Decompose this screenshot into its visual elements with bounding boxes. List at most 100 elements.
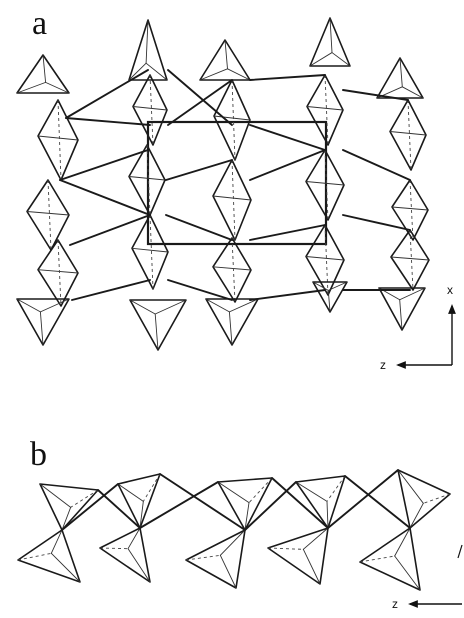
- bond-line-a: [165, 214, 233, 241]
- tetrahedron-a-c3d-outline: [212, 237, 252, 303]
- tetrahedron-a-c4d: [305, 224, 345, 296]
- partial-arrow-edge: [457, 544, 463, 559]
- tetrahedron-b-up-edge: [39, 483, 72, 508]
- tetrahedron-a-c4b-edge: [306, 106, 344, 111]
- tetrahedron-a-c5b-outline: [389, 99, 427, 171]
- tetrahedron-b-down-edge: [394, 555, 421, 591]
- tetrahedron-a-c2b-edge: [132, 106, 168, 111]
- tetrahedron-a-c3a-edge: [199, 68, 228, 81]
- tetrahedron-b-up-edge: [397, 469, 424, 504]
- tetrahedron-a-c3d-edge: [212, 266, 252, 271]
- tetrahedron-b-down: [17, 529, 81, 583]
- tetrahedron-a-c3c-hidden-edge: [231, 159, 236, 241]
- tetrahedron-a-c3d-hidden-edge: [231, 237, 236, 303]
- tetrahedron-a-l4-hidden-edge: [57, 239, 62, 307]
- tetrahedron-a-c2e-edge: [129, 299, 156, 315]
- tetrahedron-a-c2a-edge: [128, 62, 147, 81]
- z-axis-label-b: z: [392, 597, 398, 611]
- tetrahedron-a-c4e-edge: [327, 289, 331, 313]
- bond-line-a: [167, 279, 233, 301]
- tetrahedron-b-down-edge: [127, 527, 141, 550]
- bond-line-a: [59, 179, 151, 216]
- tetrahedron-a-c2b-hidden-edge: [149, 74, 154, 146]
- tetrahedron-a-c2d: [131, 214, 169, 290]
- tetrahedron-b-up: [217, 477, 273, 531]
- tetrahedron-b-down-edge: [302, 548, 321, 585]
- tetrahedron-b-down: [359, 527, 421, 591]
- bond-line-a: [167, 79, 233, 126]
- tetrahedron-b-down-hidden-edge: [267, 547, 304, 550]
- tetrahedron-b-up-hidden-edge: [142, 473, 161, 502]
- tetrahedron-a-c4b-outline: [306, 74, 344, 146]
- tetrahedron-a-c3b: [213, 79, 251, 161]
- tetrahedron-b-up-hidden-edge: [326, 475, 346, 502]
- tetrahedron-a-c2a-edge: [145, 62, 168, 81]
- tetrahedron-b-up-edge: [61, 506, 72, 531]
- tetrahedron-a-l5: [16, 298, 70, 346]
- tetrahedron-a-c2d-edge: [131, 247, 169, 253]
- tetrahedron-a-c2d-hidden-edge: [149, 214, 154, 290]
- tetrahedron-a-c3a: [199, 39, 251, 81]
- x-axis-label: x: [447, 283, 453, 297]
- tetrahedron-b-up: [39, 483, 99, 531]
- tetrahedron-a-c3e-edge: [205, 298, 230, 313]
- tetrahedron-a-l3-hidden-edge: [47, 179, 52, 251]
- tetrahedron-a-c3e-edge: [228, 311, 233, 346]
- tetrahedron-a-c3e: [205, 298, 259, 346]
- tetrahedron-a-c4e: [312, 281, 348, 313]
- tetrahedron-a-l5-edge: [39, 311, 44, 346]
- tetrahedron-a-c5d-hidden-edge: [409, 229, 414, 291]
- bond-line-a: [65, 117, 151, 126]
- bond-line-a: [249, 124, 326, 151]
- tetrahedron-b-up: [295, 475, 346, 529]
- tetrahedron-a-c5a-outline: [376, 57, 424, 99]
- axis-indicator-b: z: [392, 544, 463, 611]
- tetrahedron-a-l4-edge: [37, 269, 79, 274]
- tetrahedron-a-l1-edge: [45, 81, 70, 94]
- tetrahedron-a-c2c-edge: [128, 176, 166, 181]
- bond-line-a: [165, 159, 233, 181]
- tetrahedron-a-c4e-edge: [327, 281, 348, 291]
- tetrahedron-a-l2: [37, 99, 79, 181]
- bond-line-a: [342, 89, 409, 101]
- panel-a-label: a: [32, 5, 47, 42]
- tetrahedron-a-c2b-outline: [132, 74, 168, 146]
- panel-a: a x z: [16, 5, 456, 372]
- tetrahedron-a-c3c-edge: [212, 195, 252, 201]
- tetrahedron-a-c2a-edge: [145, 19, 149, 64]
- bond-line-b: [97, 489, 141, 529]
- bond-line-a: [65, 69, 149, 119]
- bond-line-a: [249, 224, 326, 241]
- panel-b: b z: [17, 436, 463, 611]
- tetrahedron-a-c5e-edge: [399, 299, 403, 331]
- tetrahedron-a-c4a-edge: [329, 17, 333, 54]
- tetrahedron-b-up-outline: [217, 477, 273, 531]
- bond-line-a: [342, 149, 411, 181]
- tetrahedron-a-c5d: [390, 229, 430, 291]
- bond-line-b: [344, 475, 411, 529]
- tetrahedron-b-up-edge: [217, 481, 250, 504]
- tetrahedron-a-c5c-hidden-edge: [409, 179, 414, 241]
- tetrahedron-a-l3-outline: [26, 179, 70, 251]
- tetrahedron-a-c5a-edge: [401, 86, 424, 99]
- unit-cell-outline: [146, 120, 328, 246]
- tetrahedron-a-c3b-outline: [213, 79, 251, 161]
- tetrahedron-a-c5e: [378, 287, 426, 331]
- tetrahedron-b-down-outline: [359, 527, 421, 591]
- tetrahedron-a-c4a: [309, 17, 351, 67]
- tetrahedron-a-c3c: [212, 159, 252, 241]
- tetrahedron-a-c4d-edge: [305, 256, 345, 261]
- tetrahedron-b-up-outline: [295, 475, 346, 529]
- bond-line-a: [71, 279, 151, 301]
- tetrahedron-a-c2e-edge: [154, 299, 187, 315]
- tetrahedron-a-c4d-outline: [305, 224, 345, 296]
- tetrahedron-a-c2e-edge: [154, 313, 159, 351]
- tetrahedron-a-l3-edge: [26, 211, 70, 216]
- bond-line-a: [342, 214, 411, 231]
- bond-line-a: [249, 149, 326, 181]
- tetrahedron-b-down-outline: [267, 527, 329, 585]
- tetrahedron-b-up-edge: [295, 481, 328, 502]
- tetrahedron-b-down-outline: [185, 529, 246, 589]
- tetrahedron-a-c4c-edge: [305, 181, 345, 186]
